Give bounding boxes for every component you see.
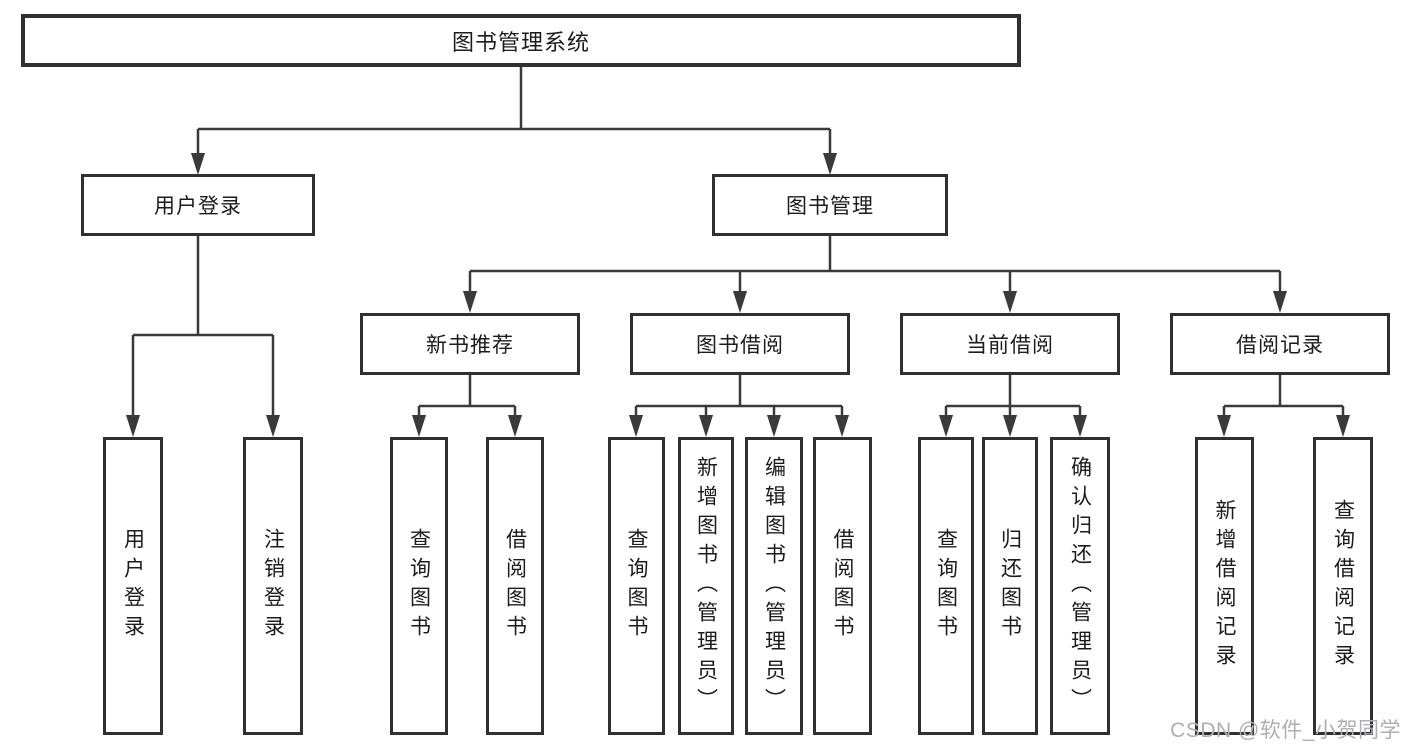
node-library-management-system: 图书管理系统 <box>21 14 1021 67</box>
node-borrowing-records: 借阅记录 <box>1170 313 1390 375</box>
node-label: 图书管理系统 <box>451 29 590 55</box>
node-label: 归还图书 <box>998 528 1022 644</box>
node-label: 查询借阅记录 <box>1331 499 1355 673</box>
leaf-borrow-books-recommend: 借阅图书 <box>486 437 544 735</box>
node-label: 新增图书（管理员） <box>694 455 718 717</box>
leaf-query-books-current: 查询图书 <box>918 437 974 735</box>
node-label: 新书推荐 <box>426 334 514 357</box>
node-user-login: 用户登录 <box>81 174 315 236</box>
node-label: 借阅图书 <box>831 528 854 644</box>
node-label: 用户登录 <box>154 195 242 218</box>
node-label: 用户登录 <box>121 528 145 644</box>
leaf-return-books: 归还图书 <box>982 437 1038 735</box>
watermark: CSDN @软件_小贺同学 <box>1170 719 1401 742</box>
node-label: 编辑图书（管理员） <box>762 455 786 717</box>
node-book-management: 图书管理 <box>712 174 948 236</box>
node-new-book-recommendation: 新书推荐 <box>360 313 580 375</box>
node-label: 图书借阅 <box>696 334 784 357</box>
leaf-logout-login: 注销登录 <box>243 437 303 735</box>
node-label: 查询图书 <box>625 528 648 644</box>
node-current-borrowing: 当前借阅 <box>900 313 1120 375</box>
node-label: 新增借阅记录 <box>1213 499 1236 673</box>
node-label: 图书管理 <box>786 195 874 218</box>
node-label: 注销登录 <box>261 528 285 644</box>
node-label: 查询图书 <box>407 528 431 644</box>
node-book-borrowing: 图书借阅 <box>630 313 850 375</box>
leaf-add-book-admin: 新增图书（管理员） <box>678 437 734 735</box>
node-label: 当前借阅 <box>966 334 1054 357</box>
leaf-query-borrowing-record: 查询借阅记录 <box>1313 437 1373 735</box>
leaf-query-books-recommend: 查询图书 <box>390 437 448 735</box>
node-label: 查询图书 <box>934 528 958 644</box>
leaf-edit-book-admin: 编辑图书（管理员） <box>745 437 803 735</box>
node-label: 借阅记录 <box>1236 334 1324 357</box>
leaf-query-books-borrowing: 查询图书 <box>608 437 665 735</box>
leaf-borrow-books-borrowing: 借阅图书 <box>813 437 872 735</box>
node-label: 确认归还（管理员） <box>1068 455 1092 717</box>
leaf-confirm-return-admin: 确认归还（管理员） <box>1050 437 1110 735</box>
node-label: 借阅图书 <box>503 528 527 644</box>
leaf-user-login: 用户登录 <box>103 437 163 735</box>
leaf-add-borrowing-record: 新增借阅记录 <box>1195 437 1254 735</box>
